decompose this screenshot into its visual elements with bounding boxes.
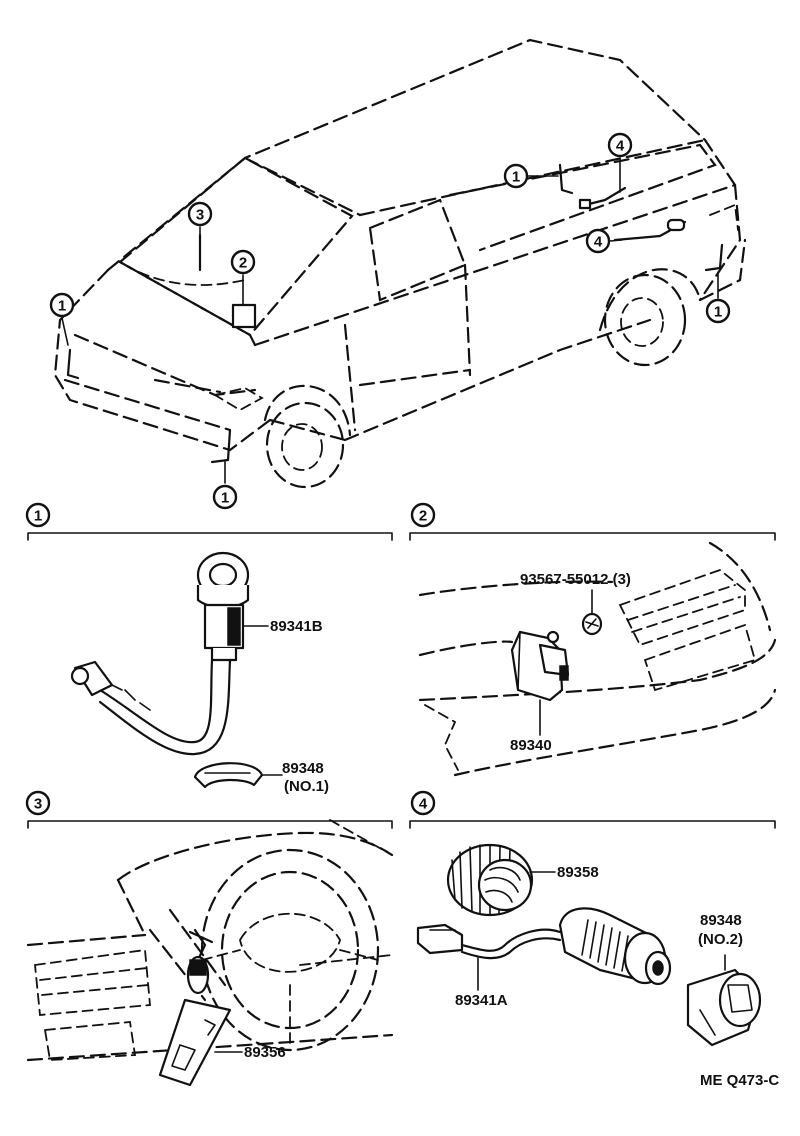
callout-2-vehicle: 2 xyxy=(230,249,256,275)
callout-1-front-left: 1 xyxy=(49,292,75,318)
svg-text:4: 4 xyxy=(594,234,603,251)
vehicle-callouts: 1 1 1 1 2 3 4 xyxy=(49,132,731,510)
section-1: 1 89341B 89348 (NO.1) xyxy=(25,502,393,795)
socket-89341A xyxy=(416,907,672,986)
svg-text:1: 1 xyxy=(221,490,229,507)
vehicle-parts xyxy=(66,163,724,464)
svg-text:1: 1 xyxy=(512,169,520,186)
callout-1-rear-door: 1 xyxy=(503,163,529,189)
callout-3-vehicle: 3 xyxy=(187,201,213,227)
clip-89348-no1 xyxy=(193,762,264,789)
svg-text:4: 4 xyxy=(419,796,428,813)
sleeve-89348-no2 xyxy=(686,968,762,1047)
callout-1-front-bumper: 1 xyxy=(212,484,238,510)
drawing-code: ME Q473-C xyxy=(700,1072,779,1089)
svg-text:4: 4 xyxy=(616,138,625,155)
section-4: 4 89358 89341A xyxy=(409,790,776,1047)
svg-text:(NO.2): (NO.2) xyxy=(698,931,743,948)
nut-93567-55012 xyxy=(581,612,603,636)
section-2: 2 93567-55012 (3) 89340 xyxy=(409,502,777,777)
ring-89358 xyxy=(446,843,534,917)
svg-text:89341B: 89341B xyxy=(270,618,323,635)
svg-text:1: 1 xyxy=(58,298,66,315)
svg-text:89341A: 89341A xyxy=(455,992,508,1009)
svg-text:89348: 89348 xyxy=(700,912,742,929)
svg-text:2: 2 xyxy=(419,508,427,525)
svg-text:3: 3 xyxy=(34,796,42,813)
svg-text:89348: 89348 xyxy=(282,760,324,777)
svg-text:1: 1 xyxy=(34,508,42,525)
svg-text:89358: 89358 xyxy=(557,864,599,881)
callout-4-upper: 4 xyxy=(607,132,633,158)
harness-89356 xyxy=(158,928,232,1087)
module-89340 xyxy=(510,630,570,702)
svg-text:2: 2 xyxy=(239,255,247,272)
svg-text:1: 1 xyxy=(714,304,722,321)
svg-text:(NO.1): (NO.1) xyxy=(284,778,329,795)
vehicle-overview xyxy=(53,38,747,489)
svg-text:89340: 89340 xyxy=(510,737,552,754)
svg-text:89356: 89356 xyxy=(244,1044,286,1061)
callout-1-rear-right: 1 xyxy=(705,298,731,324)
section-3: 3 89356 xyxy=(25,790,394,1087)
callout-4-lower: 4 xyxy=(585,228,611,254)
svg-text:93567-55012 (3): 93567-55012 (3) xyxy=(520,571,631,588)
lamp-socket-89341B xyxy=(70,551,250,756)
svg-text:3: 3 xyxy=(196,207,204,224)
